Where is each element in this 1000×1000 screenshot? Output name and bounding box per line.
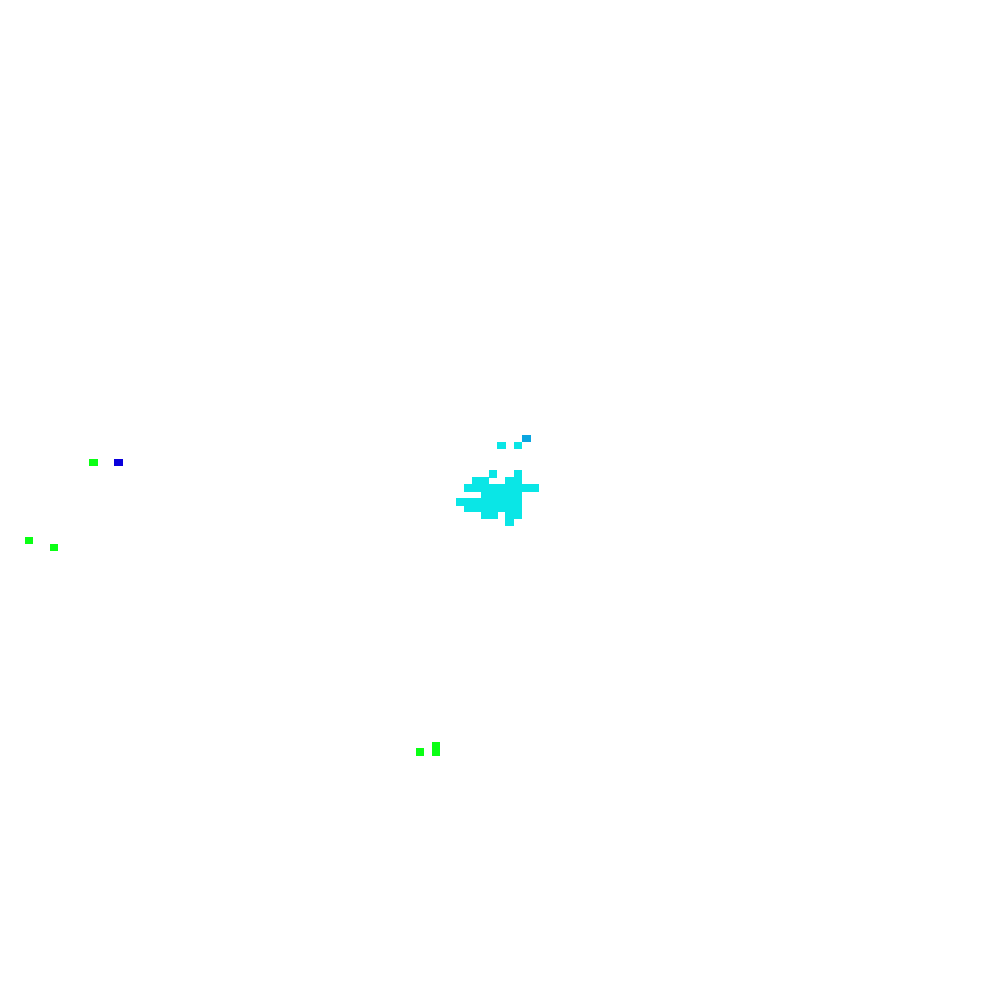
blue-cell bbox=[114, 459, 123, 466]
cyan-cell bbox=[497, 442, 506, 449]
green-cell bbox=[50, 544, 58, 551]
cyan-cell bbox=[481, 511, 498, 519]
sky-blue-cell bbox=[522, 435, 531, 442]
cyan-cell bbox=[505, 518, 514, 526]
green-cell bbox=[25, 537, 33, 544]
cyan-cell bbox=[472, 477, 489, 485]
cyan-cell bbox=[481, 491, 522, 499]
cyan-cell bbox=[522, 484, 539, 492]
green-cell bbox=[89, 459, 98, 466]
cyan-cell bbox=[464, 505, 522, 512]
cyan-cell bbox=[505, 511, 522, 519]
cyan-cell bbox=[464, 484, 522, 492]
cyan-cell bbox=[456, 498, 522, 506]
green-cell bbox=[416, 748, 424, 756]
cyan-cell bbox=[514, 470, 522, 478]
cyan-cell bbox=[489, 470, 497, 478]
cyan-cell bbox=[514, 442, 522, 449]
cyan-cell bbox=[505, 477, 522, 485]
green-cell bbox=[432, 742, 440, 756]
